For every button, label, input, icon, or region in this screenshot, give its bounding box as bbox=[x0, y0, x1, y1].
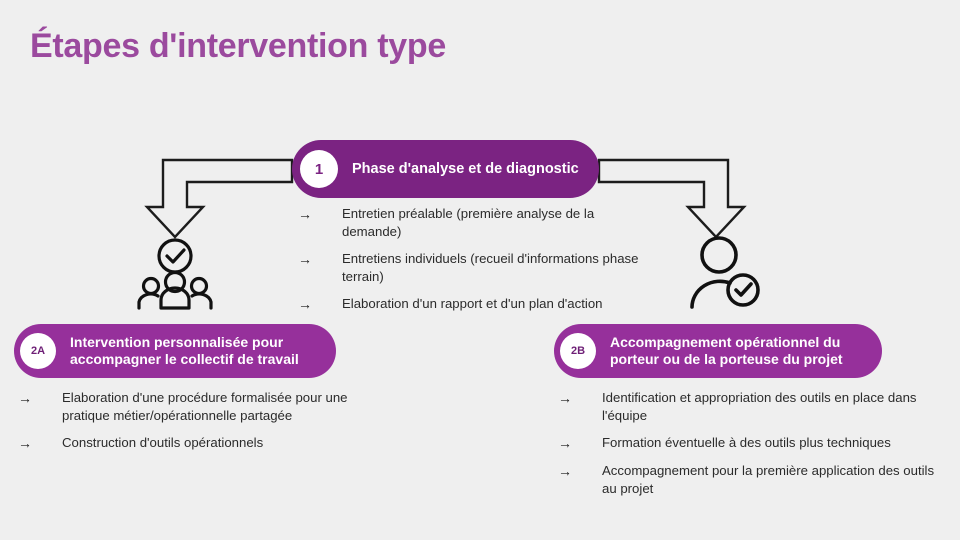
list-item: → Elaboration d'une procédure formalisée… bbox=[18, 389, 398, 425]
bullet-text: Accompagnement pour la première applicat… bbox=[602, 463, 935, 496]
arrow-right-icon: → bbox=[298, 206, 312, 222]
bullet-text: Construction d'outils opérationnels bbox=[62, 435, 264, 450]
phase-main-pill[interactable]: 1 Phase d'analyse et de diagnostic bbox=[292, 140, 599, 198]
person-check-icon bbox=[686, 233, 764, 316]
arrow-right-icon: → bbox=[18, 390, 32, 406]
bullet-text: Elaboration d'un rapport et d'un plan d'… bbox=[342, 296, 603, 311]
arrow-right-icon: → bbox=[558, 435, 572, 451]
phase-2b-pill[interactable]: 2B Accompagnement opérationnel du porteu… bbox=[554, 324, 882, 378]
phase-2b-label-line1: Accompagnement opérationnel du bbox=[610, 334, 841, 350]
list-item: → Entretien préalable (première analyse … bbox=[298, 205, 648, 241]
phase-2b-badge: 2B bbox=[560, 333, 596, 369]
arrow-right-icon: → bbox=[558, 390, 572, 406]
list-item: → Formation éventuelle à des outils plus… bbox=[558, 434, 948, 453]
phase-2b-bullets: → Identification et appropriation des ou… bbox=[558, 389, 948, 507]
list-item: → Entretiens individuels (recueil d'info… bbox=[298, 250, 648, 286]
phase-2a-badge: 2A bbox=[20, 333, 56, 369]
bullet-text: Entretien préalable (première analyse de… bbox=[342, 206, 595, 239]
phase-main-bullets: → Entretien préalable (première analyse … bbox=[298, 205, 648, 323]
arrow-right-icon: → bbox=[298, 296, 312, 312]
list-item: → Elaboration d'un rapport et d'un plan … bbox=[298, 295, 648, 314]
bullet-text: Formation éventuelle à des outils plus t… bbox=[602, 435, 891, 450]
phase-2a-bullets: → Elaboration d'une procédure formalisée… bbox=[18, 389, 398, 462]
arrow-right-icon: → bbox=[558, 463, 572, 479]
phase-2a-label: Intervention personnalisée pour accompag… bbox=[70, 334, 309, 368]
bullet-text: Entretiens individuels (recueil d'inform… bbox=[342, 251, 639, 284]
arrow-right-icon: → bbox=[18, 435, 32, 451]
connector-arrow-left bbox=[144, 158, 294, 239]
page-title: Étapes d'intervention type bbox=[30, 27, 446, 65]
list-item: → Construction d'outils opérationnels bbox=[18, 434, 398, 453]
phase-2b-label-line2: porteur ou de la porteuse du projet bbox=[610, 351, 843, 367]
phase-main-badge: 1 bbox=[300, 150, 338, 188]
phase-main-label: Phase d'analyse et de diagnostic bbox=[352, 161, 579, 177]
arrow-right-icon: → bbox=[298, 251, 312, 267]
group-check-icon bbox=[131, 238, 219, 315]
list-item: → Identification et appropriation des ou… bbox=[558, 389, 948, 425]
phase-2a-label-line1: Intervention personnalisée pour bbox=[70, 334, 284, 350]
bullet-text: Elaboration d'une procédure formalisée p… bbox=[62, 390, 348, 423]
phase-2a-label-line2: accompagner le collectif de travail bbox=[70, 351, 299, 367]
bullet-text: Identification et appropriation des outi… bbox=[602, 390, 917, 423]
phase-2a-pill[interactable]: 2A Intervention personnalisée pour accom… bbox=[14, 324, 336, 378]
phase-2b-label: Accompagnement opérationnel du porteur o… bbox=[610, 334, 853, 368]
list-item: → Accompagnement pour la première applic… bbox=[558, 462, 948, 498]
